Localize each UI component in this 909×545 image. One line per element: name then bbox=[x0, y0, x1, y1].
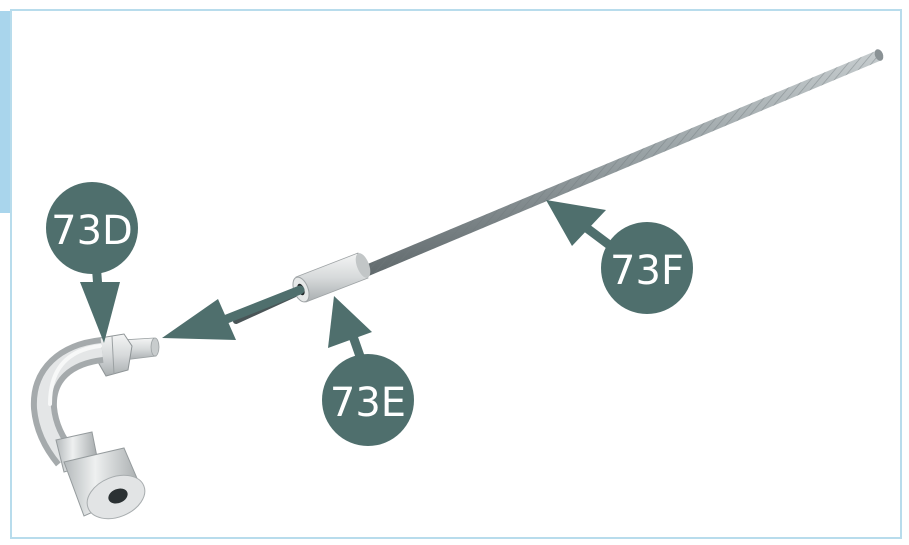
callout-73d-label: 73D bbox=[51, 208, 133, 254]
callout-73e: 73E bbox=[322, 354, 414, 446]
callout-73f-label: 73F bbox=[610, 248, 684, 294]
callout-73d: 73D bbox=[46, 182, 138, 274]
callout-73f: 73F bbox=[601, 222, 693, 314]
elbow-fitting-part bbox=[44, 334, 159, 527]
callout-73e-label: 73E bbox=[330, 380, 406, 426]
ferrule-part bbox=[290, 251, 373, 304]
